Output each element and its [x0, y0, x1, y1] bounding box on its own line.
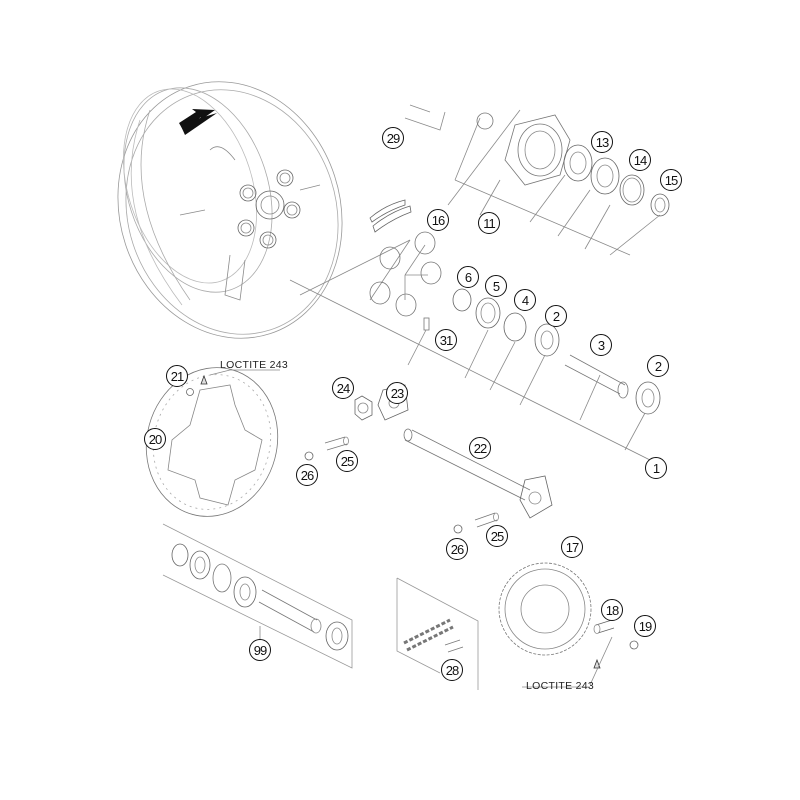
- part-callout-6: 6: [457, 266, 479, 288]
- part-callout-4: 4: [514, 289, 536, 311]
- part-callout-20: 20: [144, 428, 166, 450]
- part-callout-16: 16: [427, 209, 449, 231]
- part-callout-15: 15: [660, 169, 682, 191]
- part-callout-28: 28: [441, 659, 463, 681]
- arrow-down-left-icon: [179, 109, 217, 135]
- part-callout-5: 5: [485, 275, 507, 297]
- part-callout-3: 3: [590, 334, 612, 356]
- part-callout-24: 24: [332, 377, 354, 399]
- rear-wheel: [117, 81, 343, 339]
- part-callout-19: 19: [634, 615, 656, 637]
- part-callout-26a: 26: [296, 464, 318, 486]
- part-callout-2b: 2: [647, 355, 669, 377]
- part-callout-17: 17: [561, 536, 583, 558]
- part-callout-11: 11: [478, 212, 500, 234]
- note-loctite-bottom: LOCTITE 243: [526, 680, 595, 692]
- part-callout-99: 99: [249, 639, 271, 661]
- brake-disc-20: [145, 367, 279, 517]
- part-callout-29: 29: [382, 127, 404, 149]
- part-callout-18: 18: [601, 599, 623, 621]
- part-callout-1: 1: [645, 457, 667, 479]
- part-callout-23: 23: [386, 382, 408, 404]
- part-callout-13: 13: [591, 131, 613, 153]
- part-callout-21: 21: [166, 365, 188, 387]
- part-callout-22: 22: [469, 437, 491, 459]
- part-callout-25b: 25: [486, 525, 508, 547]
- part-callout-25a: 25: [336, 450, 358, 472]
- spacers-16: [369, 231, 442, 317]
- part-callout-2a: 2: [545, 305, 567, 327]
- sprocket-carrier-11: [476, 112, 571, 186]
- rear-sprocket-17: [498, 562, 592, 656]
- part-callout-14: 14: [629, 149, 651, 171]
- part-callout-31: 31: [435, 329, 457, 351]
- note-loctite-top: LOCTITE 243: [220, 359, 289, 371]
- part-callout-26b: 26: [446, 538, 468, 560]
